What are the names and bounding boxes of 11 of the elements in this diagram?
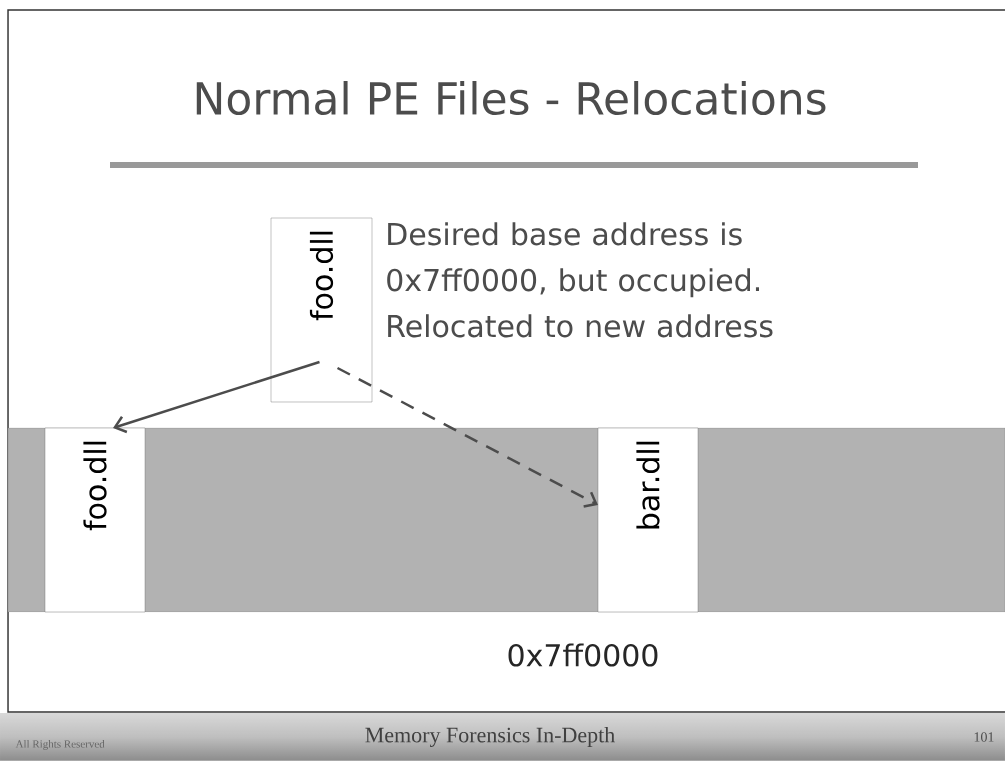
module-box: foo.dll [44,427,146,613]
description-text: Desired base address is 0x7ff0000, but occupied. Relocated to new address [387,222,773,338]
arrow [336,366,598,508]
page-number: 101 [974,732,994,742]
module-box: foo.dll [270,217,373,403]
copyright-text: All Rights Reserved [15,740,105,750]
module-box: bar.dll [597,427,699,613]
footer-title: Memory Forensics In-Depth [365,727,615,747]
title: Normal PE Files - Relocations [196,81,826,116]
arrow [113,360,320,434]
address-label: 0x7ff0000 [508,643,658,667]
